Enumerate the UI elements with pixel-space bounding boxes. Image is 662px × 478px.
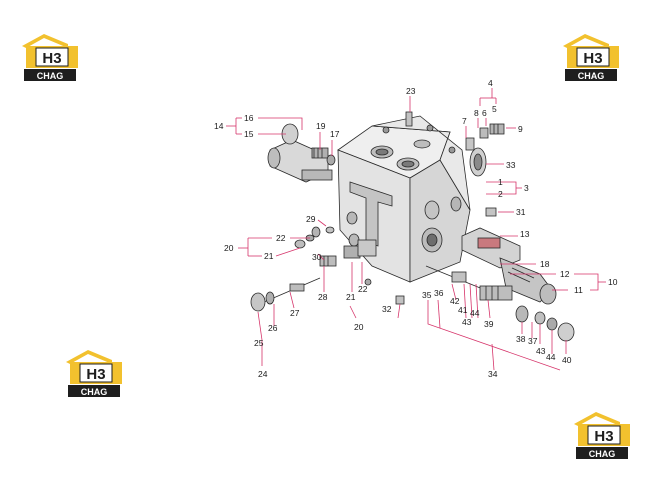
top-small-fittings: [405, 111, 505, 151]
rear-cover-disc: [469, 147, 487, 177]
logo-word-text: CHAG: [37, 71, 64, 81]
left-upper-cartridge: [267, 123, 336, 183]
callout-44-right: 44: [546, 352, 556, 362]
callout-31: 31: [516, 207, 526, 217]
callout-24: 24: [258, 369, 268, 379]
callout-39: 39: [484, 319, 494, 329]
valve-body: [337, 115, 471, 283]
callout-4: 4: [488, 78, 493, 88]
right-upper-spool: [461, 227, 557, 305]
callout-37: 37: [528, 336, 538, 346]
logo-mark-text: H3: [42, 50, 61, 67]
logo-word-text: CHAG: [589, 449, 616, 459]
callout-35: 35: [422, 290, 432, 300]
callout-25: 25: [254, 338, 264, 348]
brand-logo-top-left: H3 CHAG: [22, 34, 78, 81]
callout-41: 41: [458, 305, 468, 315]
callout-20-middle: 20: [354, 322, 364, 332]
callout-43-left: 43: [462, 317, 472, 327]
callout-27: 27: [290, 308, 300, 318]
callout-43-right: 43: [536, 346, 546, 356]
callout-7: 7: [462, 116, 467, 126]
callout-23: 23: [406, 86, 416, 96]
callout-38: 38: [516, 334, 526, 344]
callout-21-middle: 21: [346, 292, 356, 302]
callout-10: 10: [608, 277, 618, 287]
callout-44-left: 44: [470, 308, 480, 318]
callout-5: 5: [492, 104, 497, 114]
logo-mark-text: H3: [594, 428, 613, 445]
callout-11: 11: [574, 285, 583, 295]
logo-word-text: CHAG: [578, 71, 605, 81]
callout-9: 9: [518, 124, 523, 134]
callout-18: 18: [540, 259, 550, 269]
callout-22-left: 22: [276, 233, 286, 243]
callout-26: 26: [268, 323, 278, 333]
callout-13: 13: [520, 229, 530, 239]
side-plug-31: [485, 207, 497, 217]
callout-40: 40: [562, 355, 572, 365]
callout-14: 14: [214, 121, 224, 131]
callout-32: 32: [382, 304, 392, 314]
callout-3: 3: [524, 183, 529, 193]
callout-8: 8: [474, 108, 479, 118]
callout-labels: 1 2 3 4 5 6 7 8 9 10 11 12 13 14 15 16 1…: [214, 78, 618, 379]
callout-30: 30: [312, 252, 322, 262]
callout-42: 42: [450, 296, 460, 306]
callout-16: 16: [244, 113, 254, 123]
right-lower-spool: [425, 265, 575, 342]
left-lower-cartridge: [250, 277, 321, 312]
callout-36: 36: [434, 288, 444, 298]
leader-lines: [226, 88, 606, 371]
brand-logo-bottom-left: H3 CHAG: [66, 350, 122, 397]
brand-logo-top-right: H3 CHAG: [563, 34, 619, 81]
logo-mark-text: H3: [583, 50, 602, 67]
callout-2: 2: [498, 189, 503, 199]
callout-28: 28: [318, 292, 328, 302]
callout-29: 29: [306, 214, 316, 224]
logo-mark-text: H3: [86, 366, 105, 383]
callout-21-left: 21: [264, 251, 274, 261]
callout-17: 17: [330, 129, 340, 139]
callout-34: 34: [488, 369, 498, 379]
callout-20-left: 20: [224, 243, 234, 253]
brand-logo-bottom-right: H3 CHAG: [574, 412, 630, 459]
callout-22-middle: 22: [358, 284, 368, 294]
callout-6: 6: [482, 108, 487, 118]
callout-19: 19: [316, 121, 326, 131]
logo-word-text: CHAG: [81, 387, 108, 397]
callout-33: 33: [506, 160, 516, 170]
callout-15: 15: [244, 129, 254, 139]
callout-1: 1: [498, 177, 503, 187]
callout-12: 12: [560, 269, 570, 279]
